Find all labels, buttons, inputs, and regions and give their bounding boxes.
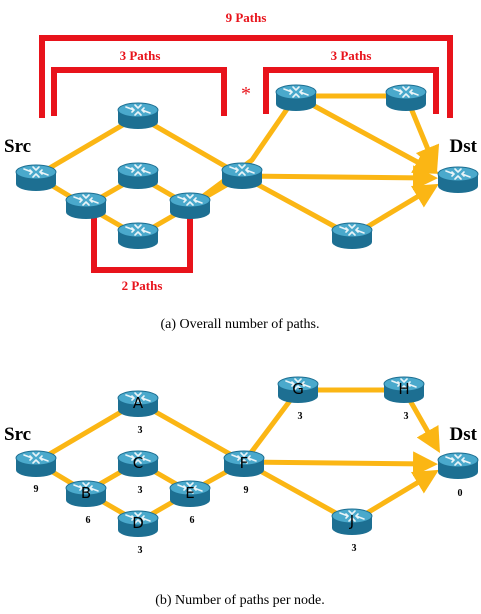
asterisk-mark: * xyxy=(241,83,251,105)
node-a-count: 3 xyxy=(138,425,143,436)
label-2-paths: 2 Paths xyxy=(122,278,163,293)
node-g-letter: G xyxy=(292,380,304,398)
bottom-src-label: Src xyxy=(4,424,31,445)
top-router-dst xyxy=(437,166,479,194)
node-j-letter: J xyxy=(349,512,354,530)
bottom-dst-label: Dst xyxy=(450,424,478,445)
top-edge-f-j xyxy=(239,173,355,239)
node-a-letter: A xyxy=(133,394,144,412)
top-dst-label: Dst xyxy=(450,136,478,157)
node-b-letter: B xyxy=(81,484,91,502)
node-h-count: 3 xyxy=(404,411,409,422)
node-g-count: 3 xyxy=(298,411,303,422)
node-c-letter: C xyxy=(133,454,143,472)
top-router-j xyxy=(331,222,373,250)
label-3-paths-left: 3 Paths xyxy=(120,48,161,63)
bottom-panel: A B C D E F G H J 9 3 6 3 3 6 9 3 3 3 0 … xyxy=(4,376,479,608)
bottom-edge-f-dst xyxy=(241,451,438,477)
top-router-c xyxy=(117,162,159,190)
top-edge-c-crossing xyxy=(187,93,299,209)
node-d-count: 3 xyxy=(138,545,143,556)
top-router-d xyxy=(117,222,159,250)
top-caption: (a) Overall number of paths. xyxy=(161,317,320,332)
bottom-router-src xyxy=(15,450,57,478)
node-f-letter: F xyxy=(240,454,249,472)
bracket-9-paths xyxy=(39,35,453,118)
top-routers xyxy=(15,84,479,250)
top-edge-f-dst xyxy=(239,165,438,191)
bottom-caption: (b) Number of paths per node. xyxy=(155,593,325,608)
node-src-count: 9 xyxy=(34,484,39,495)
node-c-count: 3 xyxy=(138,485,143,496)
bracket-2-paths xyxy=(91,208,193,273)
top-panel: 9 Paths 3 Paths 3 Paths 2 Paths * Src Ds… xyxy=(4,10,479,332)
node-dst-count: 0 xyxy=(458,488,463,499)
top-edge-src-a xyxy=(33,113,141,179)
bracket-3-paths-right xyxy=(263,67,439,114)
bottom-router-dst xyxy=(437,452,479,480)
top-router-f xyxy=(221,162,263,190)
top-router-h xyxy=(385,84,427,112)
label-9-paths: 9 Paths xyxy=(226,10,267,25)
node-e-count: 6 xyxy=(190,515,195,526)
node-b-count: 6 xyxy=(86,515,91,526)
node-j-count: 3 xyxy=(352,543,357,554)
node-h-letter: H xyxy=(398,380,409,398)
bracket-3-paths-left xyxy=(51,67,227,116)
top-router-e xyxy=(169,192,211,220)
label-3-paths-right: 3 Paths xyxy=(331,48,372,63)
top-brackets xyxy=(39,35,453,273)
node-f-count: 9 xyxy=(244,485,249,496)
top-src-label: Src xyxy=(4,136,31,157)
top-edge-g-dst xyxy=(293,93,440,174)
top-router-g xyxy=(275,84,317,112)
top-router-src xyxy=(15,164,57,192)
node-e-letter: E xyxy=(185,484,194,502)
node-d-letter: D xyxy=(132,514,144,532)
top-router-b xyxy=(65,192,107,220)
top-router-a xyxy=(117,102,159,130)
